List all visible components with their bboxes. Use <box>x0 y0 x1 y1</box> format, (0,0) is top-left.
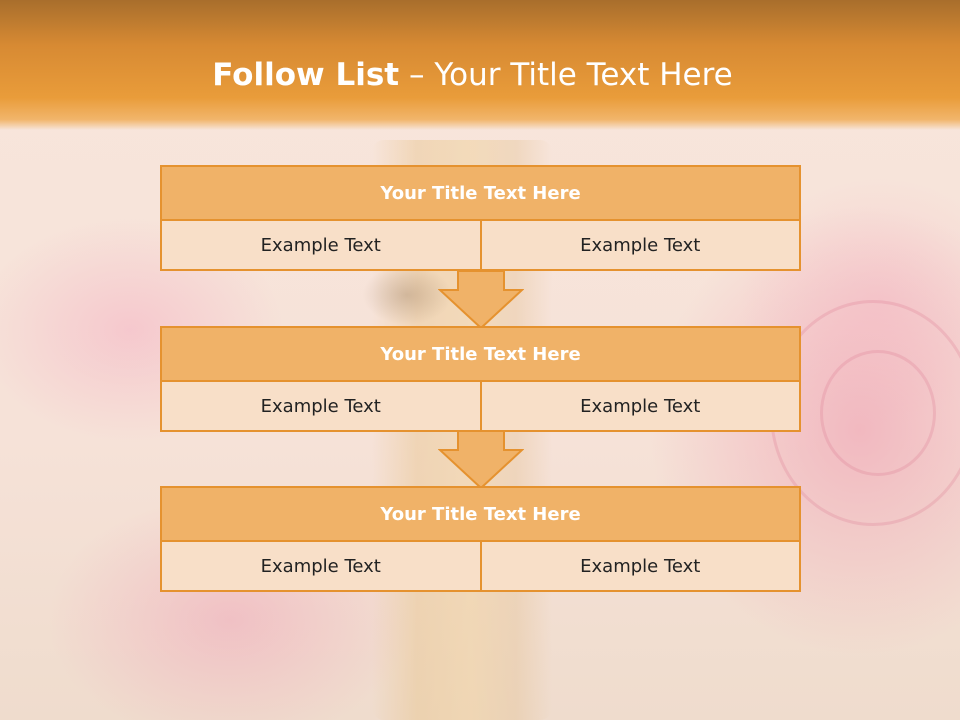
step-cell-left: Example Text <box>160 221 482 271</box>
step-cell-right: Example Text <box>481 382 801 432</box>
down-arrow-icon <box>438 430 524 490</box>
step-block-3: Your Title Text Here Example Text Exampl… <box>160 486 801 592</box>
step-row: Example Text Example Text <box>160 382 801 432</box>
step-row: Example Text Example Text <box>160 542 801 592</box>
background-bottle-neck <box>362 265 452 325</box>
slide-title: Follow List – Your Title Text Here <box>0 52 945 98</box>
step-title: Your Title Text Here <box>160 486 801 542</box>
step-title: Your Title Text Here <box>160 165 801 221</box>
step-cell-right: Example Text <box>481 221 801 271</box>
step-title: Your Title Text Here <box>160 326 801 382</box>
step-block-1: Your Title Text Here Example Text Exampl… <box>160 165 801 271</box>
down-arrow-icon <box>438 270 524 330</box>
background-rose-inner <box>820 350 936 476</box>
step-cell-left: Example Text <box>160 382 482 432</box>
slide-title-rest: – Your Title Text Here <box>399 57 733 93</box>
step-cell-right: Example Text <box>481 542 801 592</box>
step-row: Example Text Example Text <box>160 221 801 271</box>
slide-title-bold: Follow List <box>212 57 400 93</box>
step-block-2: Your Title Text Here Example Text Exampl… <box>160 326 801 432</box>
header-band <box>0 0 960 130</box>
step-cell-left: Example Text <box>160 542 482 592</box>
